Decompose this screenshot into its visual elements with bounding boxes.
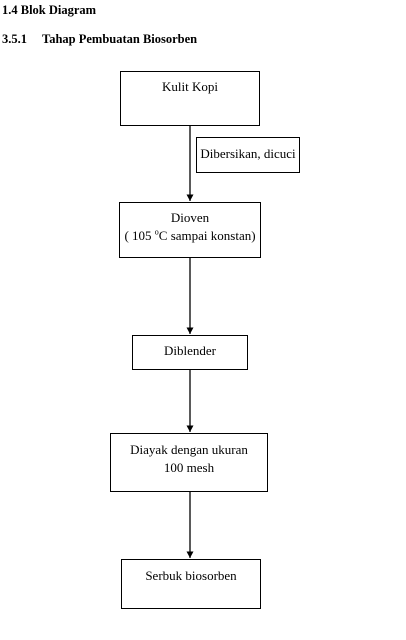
subsection-title: Tahap Pembuatan Biosorben bbox=[42, 32, 198, 46]
section-heading: 1.4 Blok Diagram bbox=[2, 3, 97, 17]
step-diayak-mesh: 100 mesh bbox=[163, 460, 215, 475]
step-dioven-label: Dioven bbox=[170, 210, 210, 225]
side-note-label: Dibersikan, dicuci bbox=[200, 146, 296, 161]
step-kulit-kopi-label: Kulit Kopi bbox=[162, 79, 218, 94]
side-note-dibersihkan: Dibersikan, dicuci bbox=[196, 137, 300, 173]
step-diayak-label: Diayak dengan ukuran bbox=[130, 442, 248, 457]
step-diblender: Diblender bbox=[132, 335, 248, 370]
step-dioven-detail: ( 105 oC sampai konstan) bbox=[124, 227, 256, 243]
step-diayak: Diayak dengan ukuran 100 mesh bbox=[110, 433, 268, 492]
subsection-number: 3.5.1 bbox=[2, 32, 27, 46]
subsection-heading: 3.5.1 Tahap Pembuatan Biosorben bbox=[2, 32, 197, 47]
step-serbuk-label: Serbuk biosorben bbox=[145, 568, 237, 583]
step-kulit-kopi: Kulit Kopi bbox=[120, 71, 260, 126]
step-serbuk-biosorben: Serbuk biosorben bbox=[121, 559, 261, 609]
step-diblender-label: Diblender bbox=[164, 343, 216, 358]
step-dioven: Dioven ( 105 oC sampai konstan) bbox=[119, 202, 261, 258]
